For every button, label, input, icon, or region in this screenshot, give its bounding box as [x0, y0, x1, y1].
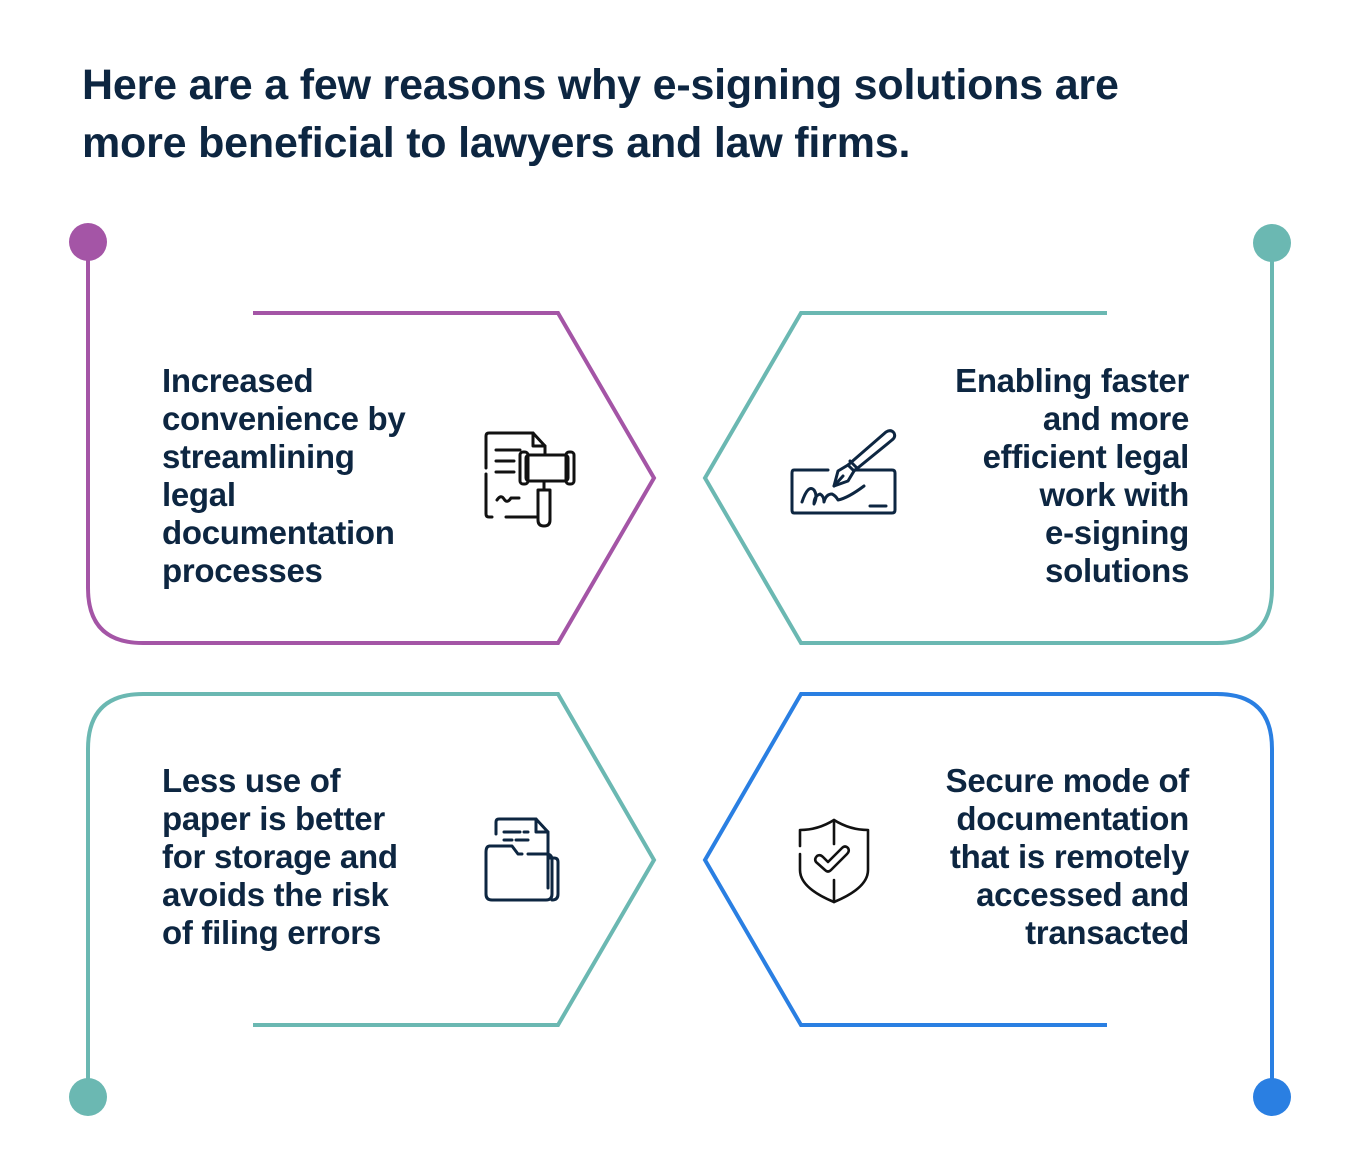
- card-frame-top-right: [702, 258, 1274, 645]
- card-line: accessed and: [976, 876, 1189, 913]
- card-line: Increased: [162, 362, 314, 399]
- card-line: transacted: [1025, 914, 1189, 951]
- card-line: e-signing: [1045, 514, 1189, 551]
- card-bottom-left-text: Less use of paper is better for storage …: [162, 762, 398, 952]
- connector-dot-top-right: [1253, 224, 1291, 262]
- card-line: streamlining: [162, 438, 355, 475]
- card-frame-bottom-right: [702, 692, 1274, 1080]
- card-line: work with: [1039, 476, 1190, 513]
- title-line-1: Here are a few reasons why e-signing sol…: [82, 61, 1119, 109]
- connector-dot-bottom-right: [1253, 1078, 1291, 1116]
- card-line: documentation: [956, 800, 1189, 837]
- card-frame-top-left: [86, 258, 657, 645]
- card-line: Less use of: [162, 762, 341, 799]
- page-title: Here are a few reasons why e-signing sol…: [82, 56, 1302, 172]
- card-line: for storage and: [162, 838, 398, 875]
- folder-document-icon: [484, 817, 560, 902]
- title-line-2: more beneficial to lawyers and law firms…: [82, 119, 911, 167]
- card-frame-bottom-left: [86, 692, 657, 1080]
- card-line: processes: [162, 552, 323, 589]
- card-line: legal: [162, 476, 236, 513]
- card-top-left-text: Increased convenience by streamlining le…: [162, 362, 406, 590]
- card-line: efficient legal: [982, 438, 1190, 475]
- card-line: Secure mode of: [945, 762, 1190, 799]
- connector-dot-top-left: [69, 223, 107, 261]
- card-line: solutions: [1045, 552, 1189, 589]
- card-line: avoids the risk: [162, 876, 389, 913]
- card-line: that is remotely: [949, 838, 1189, 875]
- shield-check-icon: [798, 818, 870, 904]
- card-line: and more: [1042, 400, 1189, 437]
- pen-signature-icon: [790, 429, 897, 515]
- card-bottom-right-text: Secure mode of documentation that is rem…: [945, 762, 1190, 952]
- card-line: convenience by: [162, 400, 406, 437]
- connector-dot-bottom-left: [69, 1078, 107, 1116]
- card-line: paper is better: [162, 800, 385, 837]
- card-line: of filing errors: [162, 914, 381, 951]
- card-line: documentation: [162, 514, 395, 551]
- document-gavel-icon: [484, 431, 576, 528]
- card-line: Enabling faster: [955, 362, 1189, 399]
- card-top-right-text: Enabling faster and more efficient legal…: [955, 362, 1189, 590]
